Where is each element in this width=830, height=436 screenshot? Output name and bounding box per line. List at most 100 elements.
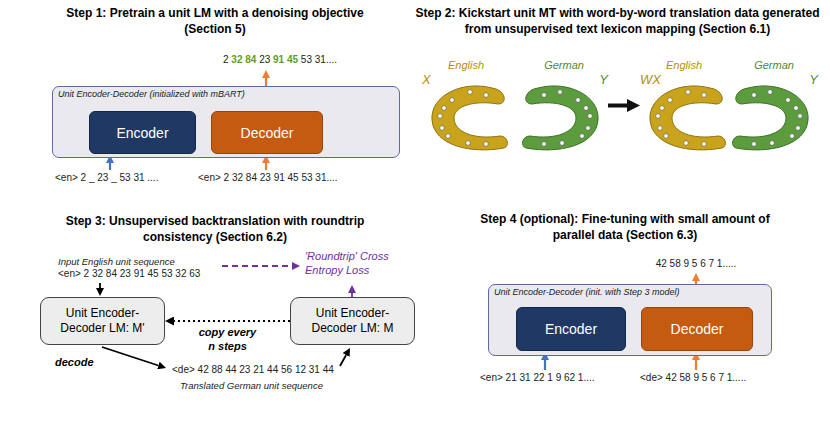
- label-holder: Input English unit sequence: [58, 256, 175, 268]
- box-label: Decoder: [671, 321, 724, 337]
- embedding-point: [684, 141, 689, 146]
- label-holder: Translated German unit sequence: [180, 380, 323, 392]
- embedding-point: [660, 106, 665, 111]
- step-heading: Step 4 (optional): Fine-tuning with smal…: [475, 212, 775, 243]
- label-holder: 2 32 84 23 91 45 53 31....: [200, 54, 360, 66]
- embedding-point: [438, 114, 443, 119]
- edge-label-holder: copy every n steps: [197, 326, 259, 354]
- lexicon-cloud-shape: [422, 58, 510, 153]
- lexicon-cloud-shape: [520, 58, 608, 153]
- sequence-caption: Input English unit sequence: [58, 256, 175, 268]
- container-title: Unit Encoder-Decoder (init. with Step 3 …: [489, 285, 771, 298]
- cloud-outline: [523, 86, 599, 150]
- box-label: Unit Encoder-Decoder LM: M': [49, 306, 156, 336]
- embedding-point: [664, 134, 669, 139]
- embedding-point: [450, 98, 455, 103]
- unit-sequence: <en> 2 _ 23 _ 53 31 ....: [55, 172, 158, 184]
- label-holder: Step 2: Kickstart unit MT with word-by-w…: [415, 6, 820, 37]
- container-title: Unit Encoder-Decoder (initialized with m…: [53, 87, 399, 100]
- step-heading: Step 3: Unsupervised backtranslation wit…: [65, 214, 365, 245]
- embedding-point: [702, 142, 707, 147]
- space-symbol: X: [422, 72, 510, 87]
- embedding-point: [752, 142, 757, 147]
- embedding-point: [576, 98, 581, 103]
- embedding-point: [466, 141, 471, 146]
- model-container: Unit Encoder-Decoder (initialized with m…: [52, 86, 400, 158]
- embedding-point: [442, 106, 447, 111]
- embedding-point: [768, 90, 773, 95]
- embedding-point: [668, 98, 673, 103]
- connector-arrow: [608, 104, 627, 108]
- label-holder: Step 1: Pretrain a unit LM with a denois…: [65, 6, 365, 37]
- edge-label: copy every n steps: [197, 326, 259, 354]
- embedding-point: [542, 142, 547, 147]
- embedding-point: [702, 93, 707, 98]
- input-arrow: [109, 163, 111, 170]
- embedding-point: [790, 134, 795, 139]
- cloud-outline: [432, 86, 508, 150]
- cloud-outline: [733, 86, 809, 150]
- unit-sequence: <de> 42 58 9 5 6 7 1.....: [640, 372, 746, 384]
- embedding-point: [580, 134, 585, 139]
- label-holder: Step 3: Unsupervised backtranslation wit…: [65, 214, 365, 245]
- box-label: Unit Encoder-Decoder LM: M: [299, 306, 406, 336]
- label-holder: <de> 42 58 9 5 6 7 1.....: [640, 372, 746, 384]
- label-holder: <en> 2 _ 23 _ 53 31 ....: [55, 172, 158, 184]
- embedding-point: [794, 106, 799, 111]
- decoder-box: Decoder: [211, 111, 323, 154]
- embedding-point: [588, 114, 593, 119]
- embedding-point: [558, 90, 563, 95]
- unit-sequence: <en> 2 32 84 23 91 45 53 32 63: [58, 268, 200, 280]
- language-name: English: [422, 58, 510, 72]
- embedding-point: [586, 126, 591, 131]
- input-arrow: [695, 360, 697, 370]
- lexicon-cloud: GermanY: [520, 58, 608, 153]
- unit-sequence: <de> 42 88 44 23 21 44 56 12 31 44: [172, 364, 334, 376]
- embedding-point: [584, 106, 589, 111]
- embedding-point: [440, 126, 445, 131]
- input-arrow: [340, 355, 346, 366]
- lexicon-cloud: EnglishWX: [640, 58, 728, 153]
- embedding-point: [770, 141, 775, 146]
- label-holder: 'Roundtrip' Cross Entropy Loss: [305, 250, 405, 278]
- arrow-label: decode: [55, 356, 94, 368]
- space-symbol: WX: [640, 72, 728, 87]
- embedding-point: [686, 90, 691, 95]
- label-holder: <en> 2 32 84 23 91 45 53 31....: [198, 172, 338, 184]
- sequence-caption: Translated German unit sequence: [180, 380, 323, 392]
- language-name: German: [520, 58, 608, 72]
- embedding-point: [752, 93, 757, 98]
- label-holder: <en> 2 32 84 23 91 45 53 32 63: [58, 268, 200, 280]
- box-label: Encoder: [116, 125, 168, 141]
- step-heading: Step 2: Kickstart unit MT with word-by-w…: [415, 6, 820, 37]
- embedding-point: [786, 98, 791, 103]
- embedding-point: [446, 134, 451, 139]
- box-label: Encoder: [545, 321, 597, 337]
- loss-label: 'Roundtrip' Cross Entropy Loss: [305, 250, 405, 278]
- space-symbol: Y: [730, 72, 818, 87]
- label-holder: 42 58 9 5 6 7 1.....: [640, 258, 752, 270]
- input-arrow: [265, 163, 267, 170]
- space-symbol: Y: [520, 72, 608, 87]
- box-label: Decoder: [241, 125, 294, 141]
- embedding-point: [484, 142, 489, 147]
- embedding-point: [542, 93, 547, 98]
- language-name: English: [640, 58, 728, 72]
- loss-arrow: [222, 265, 292, 267]
- decode-arrow: [102, 347, 158, 366]
- lexicon-cloud-shape: [730, 58, 818, 153]
- decoder-box: Decoder: [641, 307, 753, 351]
- model-box: Unit Encoder-Decoder LM: M': [40, 297, 165, 345]
- unit-sequence: 2 32 84 23 91 45 53 31....: [200, 54, 360, 66]
- connector-arrow: [174, 320, 290, 322]
- step-heading: Step 1: Pretrain a unit LM with a denois…: [65, 6, 365, 37]
- model-box: Unit Encoder-Decoder LM: M: [290, 297, 415, 345]
- encoder-box: Encoder: [516, 307, 626, 351]
- embedding-point: [484, 93, 489, 98]
- label-holder: <de> 42 88 44 23 21 44 56 12 31 44: [172, 364, 334, 376]
- label-holder: <en> 21 31 22 1 9 62 1....: [480, 372, 595, 384]
- unit-sequence: <en> 21 31 22 1 9 62 1....: [480, 372, 595, 384]
- label-holder: Step 4 (optional): Fine-tuning with smal…: [475, 212, 775, 243]
- embedding-point: [656, 114, 661, 119]
